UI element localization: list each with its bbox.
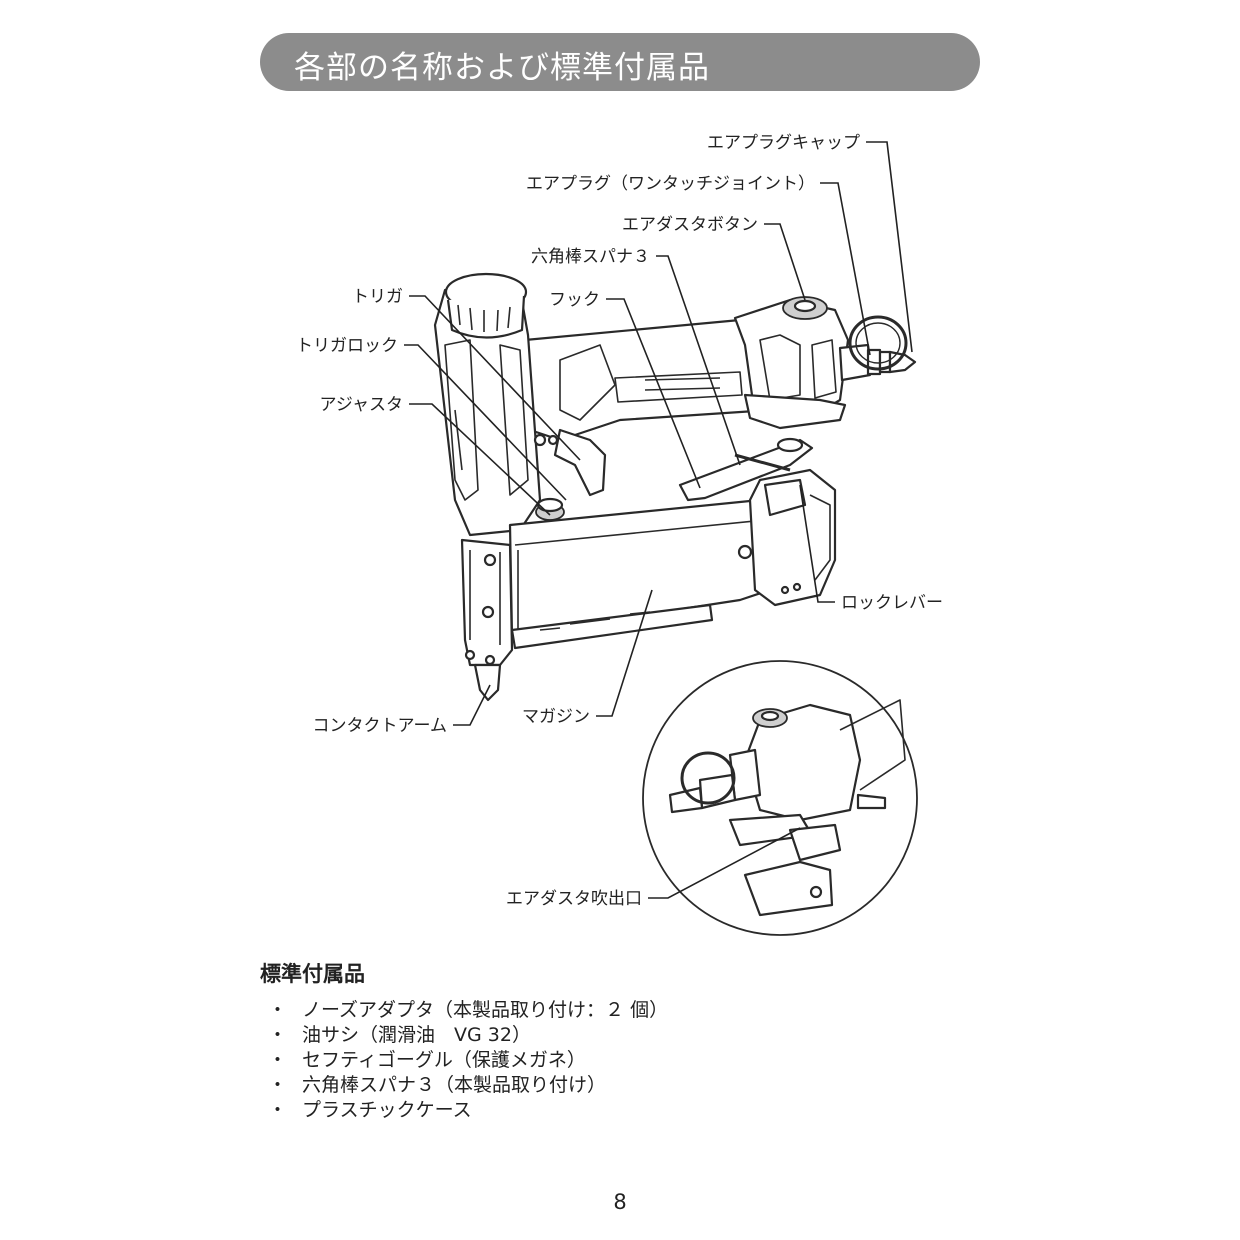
accessories-heading: 標準付属品 [260,962,365,986]
bullet: ・ [268,1024,288,1046]
label-lock-lever: ロックレバー [841,593,943,613]
list-item: ・油サシ（潤滑油 VG 32） [260,1023,668,1048]
accessories-list: ・ノーズアダプタ（本製品取り付け：２ 個） ・油サシ（潤滑油 VG 32） ・セ… [260,998,668,1123]
accessories-section: 標準付属品 ・ノーズアダプタ（本製品取り付け：２ 個） ・油サシ（潤滑油 VG … [260,958,668,1123]
detail-inset [642,660,918,936]
label-contact-arm: コンタクトアーム [313,716,447,736]
accessory-text: プラスチックケース [302,1099,472,1121]
label-trigger: トリガ [352,287,403,307]
page-number: 8 [613,1190,627,1214]
list-item: ・プラスチックケース [260,1098,668,1123]
label-air-plug: エアプラグ（ワンタッチジョイント） [526,174,815,194]
label-trigger-lock: トリガロック [296,336,398,356]
accessory-text: 六角棒スパナ３（本製品取り付け） [302,1074,607,1096]
nailer-illustration [433,272,917,702]
accessory-text: 油サシ（潤滑油 VG 32） [302,1024,531,1046]
section-title-bar: 各部の名称および標準付属品 [260,33,980,91]
leader-lines [404,141,913,899]
bullet: ・ [268,999,288,1021]
list-item: ・セフティゴーグル（保護メガネ） [260,1048,668,1073]
list-item: ・六角棒スパナ３（本製品取り付け） [260,1073,668,1098]
label-air-plug-cap: エアプラグキャップ [707,133,860,153]
label-hex-wrench: 六角棒スパナ３ [531,247,650,267]
section-title: 各部の名称および標準付属品 [294,50,710,86]
label-magazine: マガジン [522,707,590,727]
bullet: ・ [268,1099,288,1121]
bullet: ・ [268,1074,288,1096]
accessory-text: セフティゴーグル（保護メガネ） [302,1049,586,1071]
label-adjuster: アジャスタ [320,395,403,415]
label-air-duster-outlet: エアダスタ吹出口 [506,889,642,909]
list-item: ・ノーズアダプタ（本製品取り付け：２ 個） [260,998,668,1023]
label-hook: フック [549,290,600,310]
accessory-text: ノーズアダプタ（本製品取り付け：２ 個） [302,999,669,1021]
label-air-duster-button: エアダスタボタン [622,215,758,235]
bullet: ・ [268,1049,288,1071]
